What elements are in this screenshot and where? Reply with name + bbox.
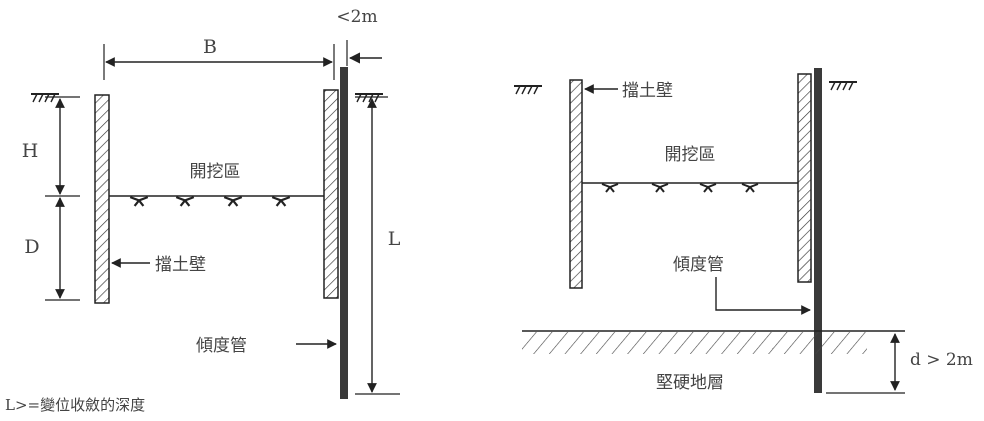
- right-retaining-wall-a: [569, 79, 583, 289]
- left-diagram: B <2m H D L 開挖區 擋土壁 傾度管 L>=變位收斂的深度: [5, 7, 401, 414]
- left-strut-1: [129, 196, 149, 207]
- right-strut-2: [651, 183, 669, 193]
- dim-offset-label: <2m: [336, 7, 377, 27]
- dim-d-depth-label: d > 2m: [910, 350, 973, 370]
- right-retaining-wall-b: [797, 73, 812, 283]
- left-excavation-label: 開挖區: [190, 162, 241, 182]
- left-ground-mark-left: [30, 92, 60, 104]
- right-strut-3: [699, 183, 717, 193]
- hard-layer-hatch: [522, 332, 867, 354]
- right-excavation-label: 開挖區: [665, 145, 716, 165]
- left-inclinometer-tube: [340, 67, 348, 399]
- right-strut-1: [601, 183, 619, 193]
- dim-b-label: B: [203, 36, 217, 58]
- left-strut-3: [223, 196, 243, 207]
- left-strut-2: [175, 196, 195, 207]
- right-strut-4: [741, 183, 759, 193]
- left-ground-mark-right: [354, 92, 384, 104]
- right-inclinometer-tube: [814, 68, 822, 393]
- right-diagram: 擋土壁 開挖區 傾度管 堅硬地層 d > 2m: [512, 68, 973, 394]
- right-ground-mark-right: [828, 80, 858, 92]
- left-retaining-wall-label: 擋土壁: [155, 255, 206, 275]
- dim-h-label: H: [22, 140, 39, 162]
- left-inclinometer-label: 傾度管: [196, 336, 247, 356]
- dim-l-label: L: [388, 228, 401, 250]
- left-strut-4: [271, 196, 291, 207]
- right-ground-mark-left: [512, 84, 544, 96]
- left-retaining-wall-b: [323, 89, 339, 299]
- footnote: L>=變位收斂的深度: [5, 396, 145, 414]
- left-retaining-wall-a: [94, 94, 110, 304]
- right-retaining-wall-label: 擋土壁: [622, 81, 673, 101]
- right-inclinometer-label: 傾度管: [673, 255, 724, 275]
- hard-layer-label: 堅硬地層: [656, 373, 724, 393]
- dim-d-label: D: [24, 236, 39, 258]
